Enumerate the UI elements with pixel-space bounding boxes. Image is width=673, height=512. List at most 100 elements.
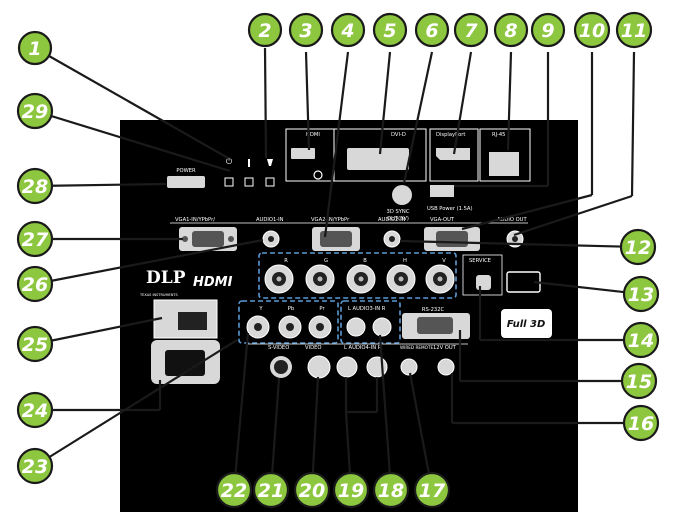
displayport-port — [436, 148, 470, 160]
12v-out-label: 12V OUT — [433, 345, 457, 351]
callout-5: 5 — [372, 12, 408, 48]
callout-27: 27 — [16, 220, 54, 258]
svg-text:19: 19 — [338, 480, 364, 502]
bnc-label-v: V — [442, 258, 446, 264]
callout-6: 6 — [414, 12, 450, 48]
bnc-label-h: H — [403, 258, 407, 264]
callout-1: 1 — [17, 30, 53, 66]
usb-power-port — [430, 185, 454, 197]
svg-text:11: 11 — [621, 20, 647, 42]
power-button — [167, 176, 205, 188]
callout-15: 15 — [620, 362, 658, 400]
svg-text:18: 18 — [378, 480, 404, 502]
svg-text:23: 23 — [22, 456, 48, 478]
callout-21: 21 — [252, 471, 290, 509]
usb-power-label: USB Power (1.5A) — [427, 206, 472, 212]
wired-remote-label: WIRED REMOTE — [400, 345, 434, 350]
svg-text:7: 7 — [464, 20, 478, 42]
rj45-label: RJ-45 — [492, 132, 505, 138]
service-box — [462, 254, 503, 296]
hdmi-screw — [313, 170, 323, 180]
dvi-port-box — [333, 128, 427, 182]
callout-16: 16 — [622, 404, 660, 442]
full-3d-logo: Full 3D — [507, 319, 546, 330]
callout-28: 28 — [16, 167, 54, 205]
callout-badges: 1 2 3 4 5 6 7 8 9 10 11 12 13 14 15 16 1… — [16, 11, 660, 509]
callout-9: 9 — [530, 12, 566, 48]
callout-8: 8 — [493, 12, 529, 48]
svg-text:6: 6 — [425, 20, 438, 42]
callout-19: 19 — [332, 471, 370, 509]
callout-25: 25 — [16, 325, 54, 363]
video-jack — [307, 355, 331, 379]
svg-text:28: 28 — [22, 176, 48, 198]
power-switch-rocker — [178, 312, 207, 330]
hdmi-port — [291, 148, 315, 159]
svg-text:1: 1 — [28, 38, 41, 60]
vga-out-label: VGA-OUT — [430, 217, 455, 223]
ypbpr-connectors — [246, 315, 332, 339]
svg-text:15: 15 — [626, 371, 652, 393]
audio4-right-jack — [366, 356, 388, 378]
audio3-right-jack — [372, 317, 392, 337]
displayport-box — [429, 128, 479, 182]
ypbpr-label-pb: Pb — [288, 306, 295, 312]
12v-out-jack — [437, 358, 455, 376]
ac-inlet-inner — [165, 350, 205, 376]
dvi-port — [347, 148, 409, 170]
svg-text:13: 13 — [628, 284, 654, 306]
lamp-led — [265, 177, 275, 187]
callout-13: 13 — [622, 275, 660, 313]
vga2-label: VGA2-IN/YPbPr — [311, 217, 350, 223]
callout-23: 23 — [16, 447, 54, 485]
svg-text:9: 9 — [541, 20, 554, 42]
hdmi-top-label: HDMI — [306, 132, 320, 138]
rj45-box — [479, 128, 531, 182]
svideo-port-inner — [274, 360, 288, 374]
audio3-left-jack — [346, 317, 366, 337]
vga1-label: VGA1-IN/YPbPr/ — [175, 217, 215, 223]
rj45-port — [489, 152, 519, 176]
ypbpr-label-y: Y — [258, 306, 263, 312]
power-label: POWER — [176, 168, 196, 174]
audio3-label: L AUDIO3-IN R — [348, 306, 386, 312]
callout-20: 20 — [293, 471, 331, 509]
audio2-jack-hole — [389, 236, 395, 242]
audio1-jack-hole — [268, 236, 274, 242]
callout-24: 24 — [16, 391, 54, 429]
callout-18: 18 — [372, 471, 410, 509]
power-led-icon: ⏻ — [226, 157, 233, 166]
full-3d-logo-box — [501, 309, 552, 338]
callout-12: 12 — [619, 228, 657, 266]
lamp-led-icon — [267, 159, 273, 166]
dvi-label: DVI-D — [391, 132, 406, 138]
hdmi-logo: HDMI — [193, 275, 233, 290]
callout-26: 26 — [16, 265, 54, 303]
svg-text:10: 10 — [579, 20, 605, 42]
callout-11: 11 — [615, 11, 653, 49]
displayport-label: DisplayPort — [436, 132, 465, 138]
callout-29: 29 — [16, 92, 54, 130]
sync-3d-port — [392, 185, 412, 205]
wired-remote-jack — [400, 358, 418, 376]
svg-text:17: 17 — [419, 480, 446, 502]
callout-17: 17 — [413, 471, 451, 509]
svg-text:8: 8 — [504, 20, 517, 42]
callout-2: 2 — [247, 12, 283, 48]
audio4-label: L AUDIO4-IN R — [344, 345, 382, 351]
svg-text:16: 16 — [628, 413, 654, 435]
bnc-label-b: B — [363, 258, 367, 264]
audio2-label: AUDIO2-IN — [378, 217, 406, 223]
bnc-label-r: R — [284, 258, 288, 264]
callout-3: 3 — [288, 12, 324, 48]
svg-text:22: 22 — [221, 480, 247, 502]
svg-text:21: 21 — [258, 480, 284, 502]
callout-10: 10 — [573, 11, 611, 49]
vga2-port — [312, 227, 360, 251]
video-label: VIDEO — [305, 345, 321, 351]
ypbpr-label-pr: Pr — [319, 306, 325, 312]
sync-3d-label-2: OUT(5V) — [387, 216, 409, 222]
ypbpr-group-outline — [238, 300, 339, 344]
svg-text:25: 25 — [22, 334, 48, 356]
